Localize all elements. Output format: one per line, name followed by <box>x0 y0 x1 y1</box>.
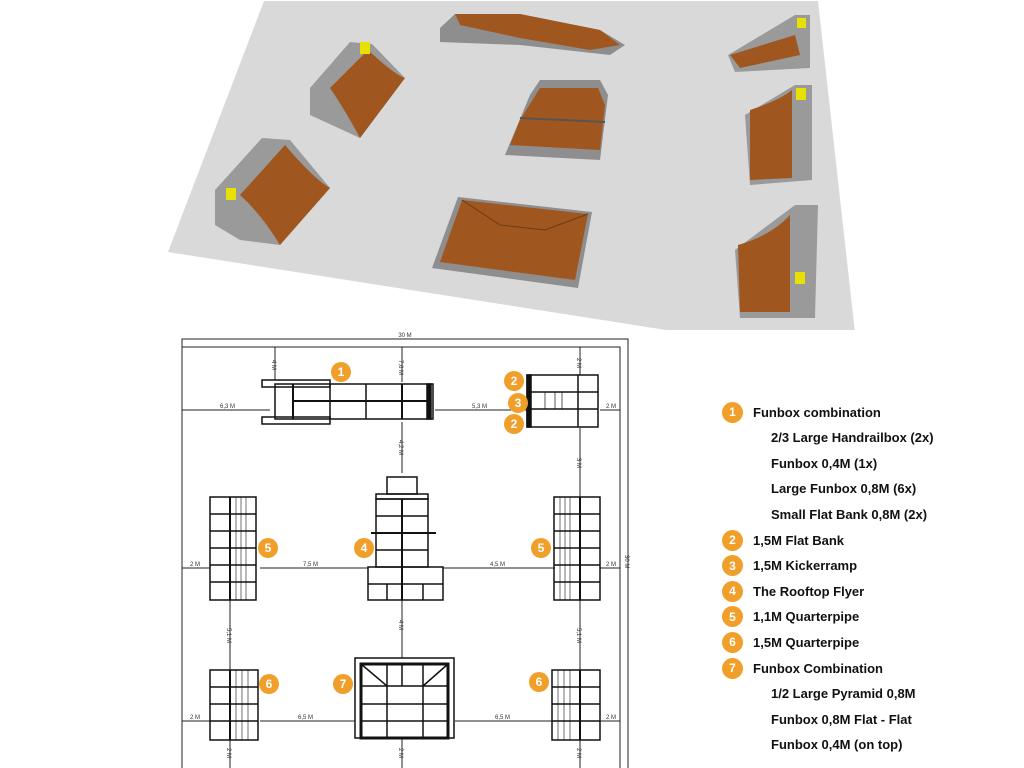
marker-5: 5 <box>258 538 278 558</box>
dim-label: 2 M <box>575 358 581 368</box>
quarterpipe-right-top-render <box>745 85 812 185</box>
marker-7: 7 <box>333 674 353 694</box>
marker-6: 6 <box>529 672 549 692</box>
legend-label: 1,1M Quarterpipe <box>753 609 860 625</box>
dim-label: 7,5 M <box>303 562 318 568</box>
plan-quarterpipe-6-right <box>551 669 601 741</box>
legend-label: Funbox 0,4M (1x) <box>771 455 878 471</box>
skatepark-floor-plan: 30 M 30 M 6,3 M 4 M 7,6 M 5,3 M 2 M 2 M … <box>181 333 629 768</box>
legend-subitem: Funbox 0,4M (on top) <box>771 734 902 756</box>
plan-funbox-combination <box>261 379 434 425</box>
legend-item: 4 The Rooftop Flyer <box>722 580 864 602</box>
number-badge: 1 <box>722 401 743 423</box>
legend-label: Large Funbox 0,8M (6x) <box>771 481 917 497</box>
dim-label: 2 M <box>606 562 616 568</box>
legend-item: 2 1,5M Flat Bank <box>722 529 844 551</box>
dim-label: 4,2 M <box>397 440 403 455</box>
quarterpipe-left-bottom-render <box>215 138 330 245</box>
dim-label: 6,5 M <box>298 715 313 721</box>
svg-text:3: 3 <box>515 396 522 410</box>
dim-label: 2 M <box>190 715 200 721</box>
svg-text:5: 5 <box>538 541 545 555</box>
svg-text:5: 5 <box>265 541 272 555</box>
number-badge: 2 <box>722 529 743 551</box>
marker-3: 3 <box>508 393 528 413</box>
dim-label: 2 M <box>190 562 200 568</box>
dim-label: 2 M <box>225 748 231 758</box>
marker-2: 2 <box>504 371 524 391</box>
legend-item: 5 1,1M Quarterpipe <box>722 606 859 628</box>
plan-pyramid-funbox <box>354 657 455 740</box>
dim-label: 3 M <box>575 458 581 468</box>
quarterpipe-left-top-render <box>310 42 405 138</box>
dim-label: 4 M <box>270 360 276 370</box>
marker-4: 4 <box>354 538 374 558</box>
dim-label: 2 M <box>397 748 403 758</box>
svg-text:6: 6 <box>266 677 273 691</box>
skatepark-3d-render <box>168 1 855 330</box>
legend-subitem: 1/2 Large Pyramid 0,8M <box>771 683 916 705</box>
legend-subitem: Small Flat Bank 0,8M (2x) <box>771 503 927 525</box>
rooftop-flyer-render <box>505 80 608 160</box>
dim-label: 4 M <box>397 620 403 630</box>
legend-label: 1,5M Flat Bank <box>753 532 845 548</box>
legend-subitem: Large Funbox 0,8M (6x) <box>771 478 916 500</box>
plan-quarterpipe-6-left <box>209 669 259 741</box>
dim-overall-width: 30 M <box>398 333 411 339</box>
plan-quarterpipe-5-right <box>553 496 601 601</box>
dim-label: 6,5 M <box>495 715 510 721</box>
legend-label: Funbox 0,4M (on top) <box>771 737 903 753</box>
legend-label: Funbox 0,8M Flat - Flat <box>771 711 912 727</box>
dim-overall-depth: 30 M <box>623 555 629 568</box>
legend-subitem: 2/3 Large Handrailbox (2x) <box>771 427 934 449</box>
legend-label: 2/3 Large Handrailbox (2x) <box>771 430 934 446</box>
marker-1: 1 <box>331 362 351 382</box>
dim-label: 4,5 M <box>490 562 505 568</box>
plan-markers: 1 2 3 2 5 4 5 6 7 6 <box>258 362 551 694</box>
dim-label: 2 M <box>606 715 616 721</box>
dim-label: 5,3 M <box>472 404 487 410</box>
svg-text:2: 2 <box>511 374 518 388</box>
legend-label: The Rooftop Flyer <box>753 583 865 599</box>
number-badge: 3 <box>722 555 743 577</box>
legend-item: 6 1,5M Quarterpipe <box>722 631 859 653</box>
plan-rooftop-flyer <box>367 476 444 601</box>
dim-label: 5,1 M <box>225 628 231 643</box>
marker-5: 5 <box>531 538 551 558</box>
legend-label: Small Flat Bank 0,8M (2x) <box>771 506 928 522</box>
marker-6: 6 <box>259 674 279 694</box>
svg-text:7: 7 <box>340 677 347 691</box>
svg-text:2: 2 <box>511 417 518 431</box>
dim-label: 2 M <box>606 404 616 410</box>
dim-label: 6,3 M <box>220 404 235 410</box>
funbox-combination-render <box>440 14 625 55</box>
svg-text:1: 1 <box>338 365 345 379</box>
legend-label: Funbox combination <box>753 404 881 420</box>
dim-label: 7,6 M <box>397 360 403 375</box>
number-badge: 4 <box>722 580 743 602</box>
legend-item: 7 Funbox Combination <box>722 657 883 679</box>
plan-quarterpipe-5-left <box>209 496 257 601</box>
dim-label: 2 M <box>575 748 581 758</box>
legend-label: 1/2 Large Pyramid 0,8M <box>771 686 916 702</box>
legend-item: 3 1,5M Kickerramp <box>722 555 857 577</box>
number-badge: 6 <box>722 631 743 653</box>
number-badge: 5 <box>722 606 743 628</box>
dim-label: 5,1 M <box>575 628 581 643</box>
legend-item: 1 Funbox combination <box>722 401 881 423</box>
svg-text:6: 6 <box>536 675 543 689</box>
marker-2: 2 <box>504 414 524 434</box>
legend-label: 1,5M Kickerramp <box>753 558 858 574</box>
pyramid-funbox-render <box>432 197 592 288</box>
legend-subitem: Funbox 0,8M Flat - Flat <box>771 708 912 730</box>
svg-text:4: 4 <box>361 541 368 555</box>
legend-label: Funbox Combination <box>753 660 883 676</box>
legend-label: 1,5M Quarterpipe <box>753 634 860 650</box>
flatbank-kicker-render <box>728 15 810 72</box>
number-badge: 7 <box>722 657 743 679</box>
plan-flatbank-kicker <box>526 374 599 428</box>
quarterpipe-right-bottom-render <box>735 205 818 318</box>
legend-subitem: Funbox 0,4M (1x) <box>771 452 877 474</box>
